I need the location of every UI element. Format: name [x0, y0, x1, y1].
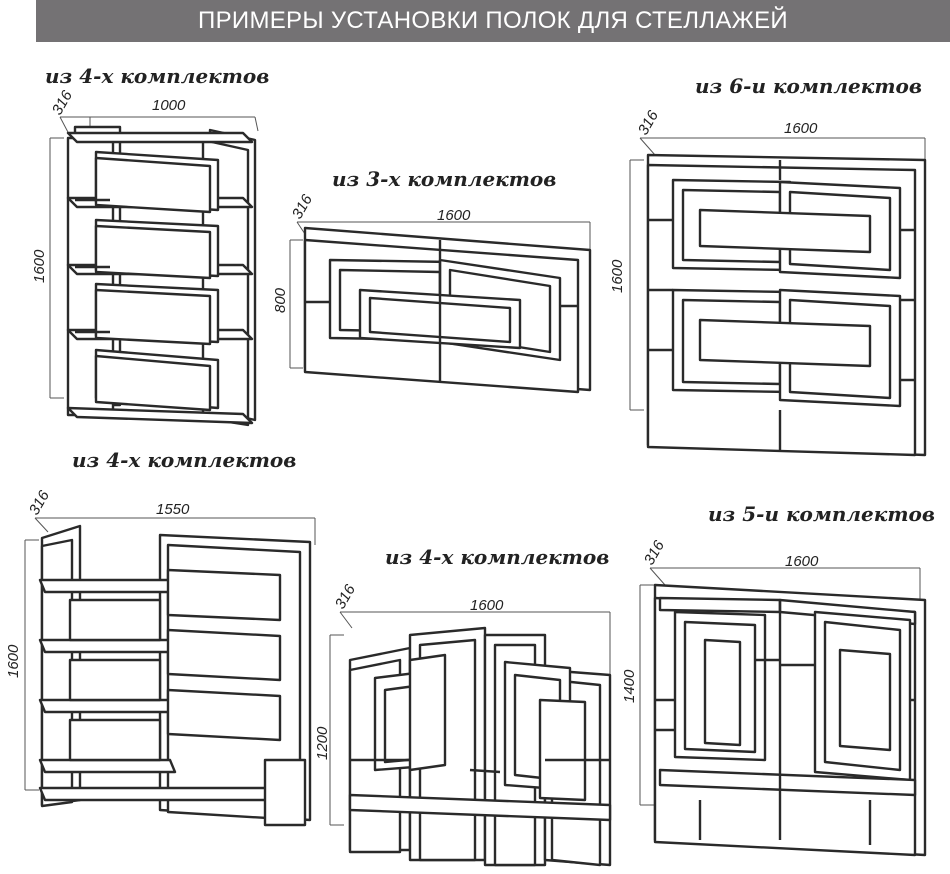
height-label-1: 1600: [31, 249, 48, 283]
width-label-6: 1600: [785, 553, 819, 570]
caption-example-2: из 3-х комплектов: [332, 167, 557, 191]
caption-example-4: из 4-х комплектов: [72, 448, 297, 472]
caption-example-6: из 5-и комплектов: [708, 502, 935, 526]
example-5-shelving: [329, 611, 612, 867]
example-1-shelving: [49, 116, 259, 427]
width-label-1: 1000: [152, 97, 186, 114]
width-label-5: 1600: [470, 597, 504, 614]
header-banner: ПРИМЕРЫ УСТАНОВКИ ПОЛОК ДЛЯ СТЕЛЛАЖЕЙ: [36, 0, 950, 42]
depth-label-1: 316: [49, 87, 77, 118]
depth-label-2: 316: [289, 191, 317, 222]
width-label-2: 1600: [437, 207, 471, 224]
example-2-shelving: [289, 221, 592, 394]
depth-label-6: 316: [641, 537, 669, 568]
example-6-shelving: [639, 567, 927, 857]
depth-label-4: 316: [26, 487, 54, 518]
height-label-4: 1600: [5, 644, 22, 678]
caption-example-5: из 4-х комплектов: [385, 545, 610, 569]
height-label-2: 800: [272, 287, 289, 313]
width-label-4: 1550: [156, 501, 190, 518]
height-label-3: 1600: [609, 259, 626, 293]
width-label-3: 1600: [784, 120, 818, 137]
height-label-5: 1200: [314, 726, 331, 760]
height-label-6: 1400: [621, 669, 638, 703]
caption-example-1: из 4-х комплектов: [45, 64, 270, 88]
page-title: ПРИМЕРЫ УСТАНОВКИ ПОЛОК ДЛЯ СТЕЛЛАЖЕЙ: [198, 7, 788, 34]
depth-label-5: 316: [332, 581, 360, 612]
depth-label-3: 316: [635, 107, 663, 138]
example-4-shelving: [24, 517, 316, 827]
caption-example-3: из 6-и комплектов: [695, 74, 922, 98]
example-3-shelving: [629, 137, 927, 457]
